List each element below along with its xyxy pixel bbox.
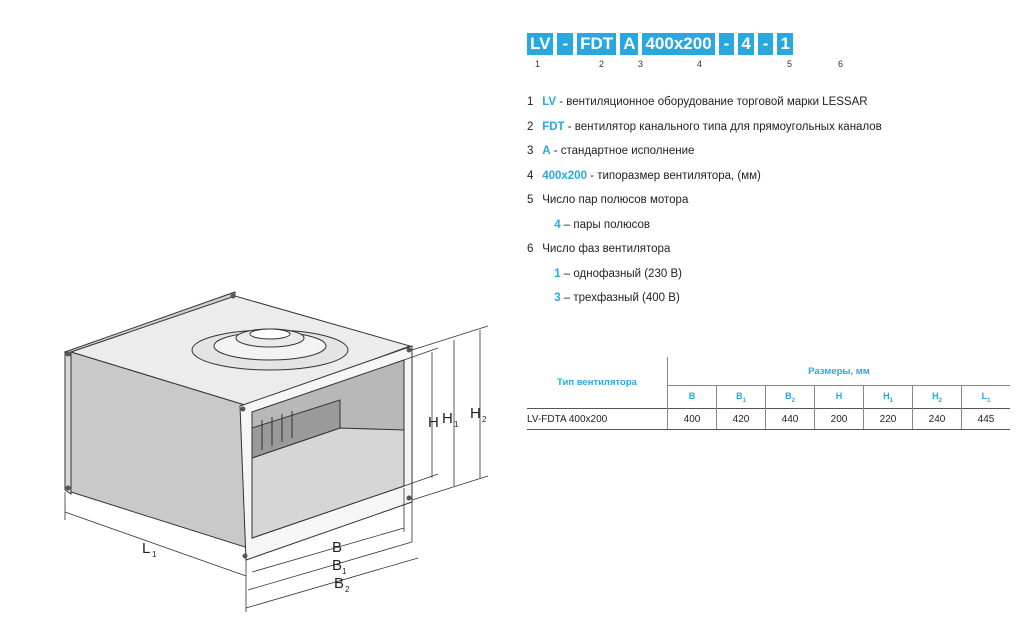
code-index-2: 2 bbox=[599, 59, 605, 69]
column-header-b1: B1 bbox=[716, 385, 766, 409]
cell-value: 420 bbox=[716, 408, 766, 430]
fan-dimension-drawing: H H 1 H 2 L 1 B B 1 B 2 bbox=[40, 280, 520, 630]
legend-item: 3 A - стандартное исполнение bbox=[527, 145, 695, 157]
code-segment-version: A bbox=[620, 33, 639, 55]
legend-item: 2 FDT - вентилятор канального типа для п… bbox=[527, 120, 882, 133]
column-header-b: B bbox=[667, 385, 717, 409]
code-index-6: 6 bbox=[838, 59, 844, 69]
code-segment-dash: - bbox=[718, 33, 735, 55]
code-index-3: 3 bbox=[638, 59, 644, 69]
column-header-h2: H2 bbox=[912, 385, 962, 409]
column-header-l1: L1 bbox=[961, 385, 1010, 409]
dim-label-l1: L bbox=[142, 540, 150, 557]
legend-item: 5 Число пар полюсов мотора bbox=[527, 194, 689, 206]
fan-outline-svg: H H 1 H 2 L 1 B B 1 B 2 bbox=[63, 291, 489, 612]
legend-item: 3 – трехфазный (400 В) bbox=[554, 292, 680, 304]
code-segment-dash: - bbox=[757, 33, 774, 55]
code-legend: 1 LV - вентиляционное оборудование торго… bbox=[527, 90, 882, 311]
dim-label-b2: B bbox=[334, 575, 344, 592]
code-segment-size: 400x200 bbox=[642, 33, 715, 55]
cell-value: 240 bbox=[912, 408, 962, 430]
cell-value: 400 bbox=[667, 408, 717, 430]
code-segment-poles: 4 bbox=[738, 33, 754, 55]
column-header-h1: H1 bbox=[863, 385, 913, 409]
code-index-5: 5 bbox=[787, 59, 793, 69]
legend-item: 1 LV - вентиляционное оборудование торго… bbox=[527, 96, 868, 108]
cell-value: 200 bbox=[814, 408, 864, 430]
dim-label-h1-sub: 1 bbox=[454, 420, 459, 429]
dim-label-b2-sub: 2 bbox=[345, 585, 350, 594]
cell-value: 445 bbox=[961, 408, 1010, 430]
dim-label-l1-sub: 1 bbox=[152, 550, 157, 559]
table-header-dimensions: Размеры, мм bbox=[667, 357, 1010, 386]
model-code: LV - FDT A 400x200 - 4 - 1 bbox=[527, 33, 793, 55]
dim-label-h2-sub: 2 bbox=[482, 415, 487, 424]
cell-value: 220 bbox=[863, 408, 913, 430]
column-header-h: H bbox=[814, 385, 864, 409]
dim-label-h1: H bbox=[442, 410, 453, 427]
legend-item: 6 Число фаз вентилятора bbox=[527, 243, 671, 255]
dim-label-b: B bbox=[332, 539, 342, 556]
code-index-1: 1 bbox=[535, 59, 541, 69]
dimensions-table: Тип вентилятора Размеры, мм B B1 B2 H H1… bbox=[527, 357, 1010, 430]
table-row: LV-FDTA 400x200 400 420 440 200 220 240 … bbox=[527, 408, 1010, 430]
code-segment-type: FDT bbox=[577, 33, 617, 55]
cell-value: 440 bbox=[765, 408, 815, 430]
code-index-4: 4 bbox=[697, 59, 703, 69]
table-header-type: Тип вентилятора bbox=[557, 377, 637, 388]
legend-item: 1 – однофазный (230 В) bbox=[554, 267, 682, 280]
dim-label-b1: B bbox=[332, 557, 342, 574]
legend-item: 4 400x200 - типоразмер вентилятора, (мм) bbox=[527, 169, 761, 182]
cell-model-name: LV-FDTA 400x200 bbox=[527, 408, 668, 430]
code-segment-brand: LV bbox=[527, 33, 554, 55]
dim-label-b1-sub: 1 bbox=[342, 567, 347, 576]
dim-label-h: H bbox=[428, 414, 439, 431]
code-segment-phases: 1 bbox=[777, 33, 793, 55]
column-header-b2: B2 bbox=[765, 385, 815, 409]
code-segment-dash: - bbox=[557, 33, 574, 55]
dim-label-h2: H bbox=[470, 405, 481, 422]
legend-item: 4 – пары полюсов bbox=[554, 218, 650, 231]
